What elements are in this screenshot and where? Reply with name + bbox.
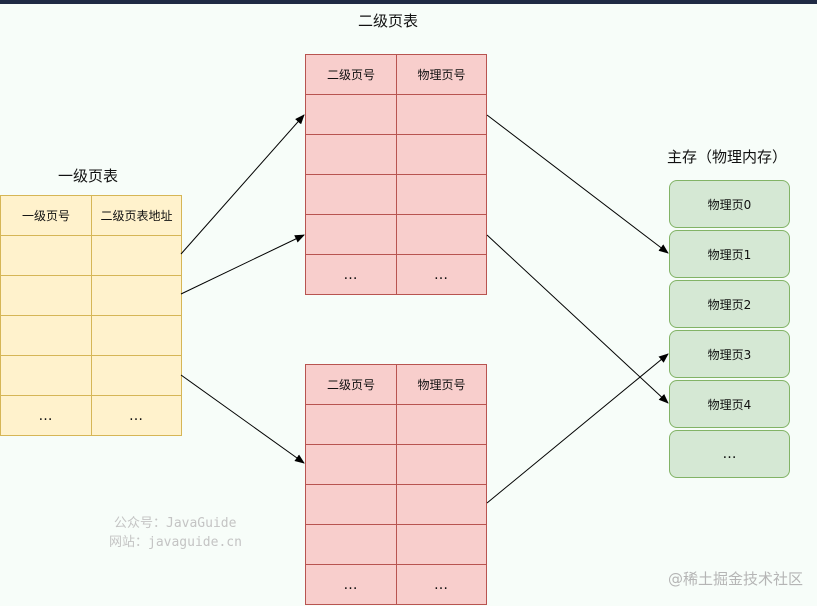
l1-header-page-number: 一级页号 — [0, 195, 92, 236]
physical-page-ellipsis: … — [669, 430, 790, 478]
table-cell — [91, 235, 182, 276]
arrow-l2-top-to-page1 — [486, 114, 669, 254]
arrow-l1-to-l2-bottom — [180, 374, 305, 464]
ellipsis-cell: … — [91, 395, 182, 436]
l2-header-page-number: 二级页号 — [305, 54, 397, 95]
ellipsis-cell: … — [305, 254, 397, 295]
ellipsis-cell: … — [0, 395, 92, 436]
l1-header-l2-address: 二级页表地址 — [91, 195, 182, 236]
table-row: 二级页号 物理页号 — [305, 364, 487, 405]
physical-page-0: 物理页0 — [669, 180, 790, 228]
table-cell — [305, 134, 397, 175]
arrow-l1-to-l2-top-a — [180, 114, 305, 255]
table-row — [305, 444, 487, 485]
ellipsis-cell: … — [396, 564, 487, 605]
table-cell — [0, 315, 92, 356]
table-row — [0, 275, 182, 316]
table-row — [305, 524, 487, 565]
physical-page-4: 物理页4 — [669, 380, 790, 428]
table-row — [0, 315, 182, 356]
table-cell — [305, 444, 397, 485]
table-cell — [0, 235, 92, 276]
table-row: 一级页号 二级页表地址 — [0, 195, 182, 236]
table-row — [0, 355, 182, 396]
table-cell — [91, 275, 182, 316]
table-row — [305, 94, 487, 135]
l2-header-page-number: 二级页号 — [305, 364, 397, 405]
table-row — [305, 214, 487, 255]
l1-page-table: 一级页号 二级页表地址 … … — [0, 195, 182, 436]
table-cell — [396, 404, 487, 445]
l1-table-title: 一级页表 — [58, 167, 119, 185]
table-cell — [305, 484, 397, 525]
table-cell — [396, 484, 487, 525]
table-cell — [396, 524, 487, 565]
physical-page-3: 物理页3 — [669, 330, 790, 378]
l2-header-physical-page: 物理页号 — [396, 364, 487, 405]
ellipsis-cell: … — [396, 254, 487, 295]
table-cell — [396, 214, 487, 255]
l2-table-title: 二级页表 — [358, 12, 419, 30]
memory-title: 主存（物理内存） — [667, 148, 788, 166]
table-cell — [91, 355, 182, 396]
watermark-website: 网站：javaguide.cn — [109, 535, 242, 550]
arrow-l2-top-to-page4 — [486, 234, 669, 404]
l2-header-physical-page: 物理页号 — [396, 54, 487, 95]
table-row — [0, 235, 182, 276]
table-row: … … — [0, 395, 182, 436]
table-cell — [305, 214, 397, 255]
physical-page-2: 物理页2 — [669, 280, 790, 328]
l2-page-table-bottom: 二级页号 物理页号 … … — [305, 364, 487, 605]
table-cell — [305, 94, 397, 135]
arrow-l1-to-l2-top-b — [180, 234, 305, 295]
ellipsis-cell: … — [305, 564, 397, 605]
table-row — [305, 174, 487, 215]
table-cell — [0, 355, 92, 396]
table-cell — [0, 275, 92, 316]
table-row — [305, 484, 487, 525]
table-row: … … — [305, 564, 487, 605]
brand-watermark: @稀土掘金技术社区 — [667, 570, 803, 588]
table-cell — [396, 94, 487, 135]
table-cell — [91, 315, 182, 356]
table-cell — [396, 174, 487, 215]
table-row: 二级页号 物理页号 — [305, 54, 487, 95]
table-cell — [305, 174, 397, 215]
watermark-wechat: 公众号：JavaGuide — [114, 516, 237, 531]
physical-page-1: 物理页1 — [669, 230, 790, 278]
top-border — [0, 0, 817, 4]
table-cell — [396, 444, 487, 485]
table-cell — [305, 524, 397, 565]
table-row: … … — [305, 254, 487, 295]
l2-page-table-top: 二级页号 物理页号 … … — [305, 54, 487, 295]
arrow-l2-bottom-to-page3 — [486, 353, 669, 504]
